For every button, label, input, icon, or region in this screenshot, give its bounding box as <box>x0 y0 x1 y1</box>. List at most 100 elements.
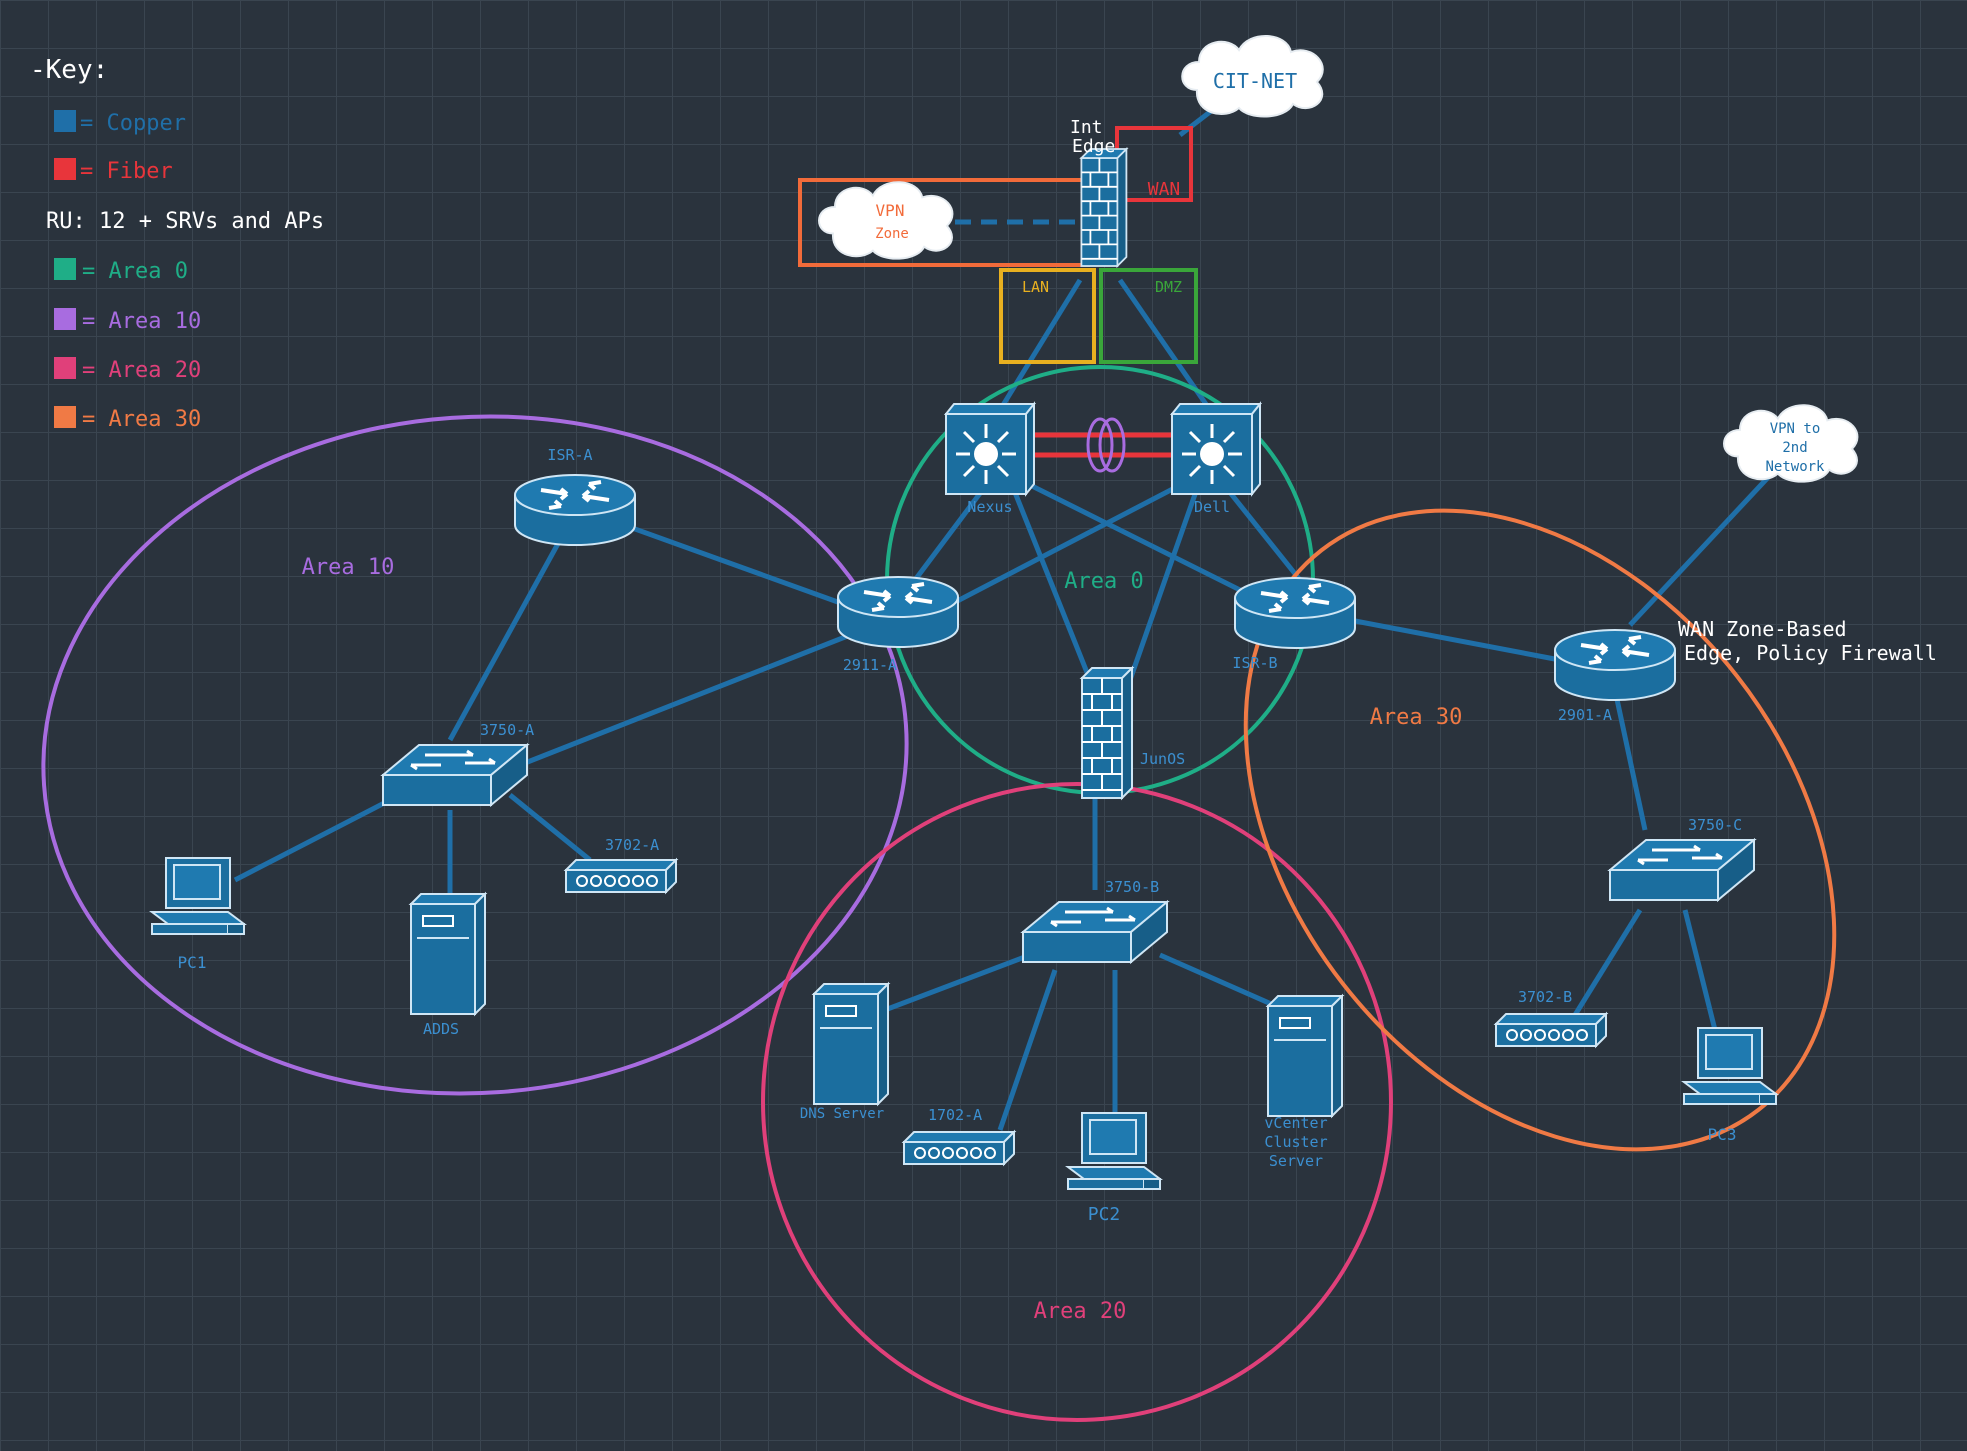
router-2901-a[interactable]: 2901-A <box>1553 628 1677 724</box>
ap-1702-a[interactable]: 1702-A <box>903 1106 1015 1165</box>
router-icon <box>513 473 637 547</box>
int-edge-label-2: Edge <box>1072 136 1115 157</box>
access-point-icon <box>903 1131 1015 1165</box>
junos-label: JunOS <box>1140 750 1185 768</box>
pc-icon <box>151 857 245 935</box>
link-2911-3750a <box>519 632 851 768</box>
switch-3750-a[interactable]: 3750-A <box>381 721 534 807</box>
cit-net-cloud[interactable]: CIT-NET <box>1181 34 1324 118</box>
legend-item-area10: = Area 10 <box>54 308 201 334</box>
ap-3702-a[interactable]: 3702-A <box>565 836 677 893</box>
ap3702a-label: 3702-A <box>605 836 659 854</box>
dns-server[interactable]: DNS Server <box>800 983 889 1122</box>
legend-item-fiber: = Fiber <box>54 158 173 184</box>
vcenter-label-2: Cluster <box>1264 1133 1327 1151</box>
wan-fw-label-1: WAN Zone-Based <box>1678 617 1847 641</box>
isr-a-router[interactable]: ISR-A <box>513 446 637 547</box>
link-isra-3750a <box>447 538 563 742</box>
server-icon <box>410 893 486 1015</box>
link-3750c-pc3 <box>1682 909 1718 1031</box>
link-3750b-1702a <box>997 969 1058 1131</box>
link-dell-junos <box>1127 479 1203 681</box>
r2901a-label: 2901-A <box>1558 706 1612 724</box>
legend-item-copper: = Copper <box>54 110 186 136</box>
link-3750c-3702b <box>1572 908 1643 1017</box>
link-isra-2911 <box>609 517 861 613</box>
vpn2-label-2: 2nd <box>1782 440 1807 456</box>
int-edge-label-1: Int <box>1070 117 1103 138</box>
switch-3750-c[interactable]: 3750-C <box>1608 816 1756 902</box>
router-2911-a[interactable]: 2911-A <box>836 575 960 674</box>
adds-label: ADDS <box>423 1020 459 1038</box>
area30-swatch <box>54 406 76 428</box>
legend-label-area10: = Area 10 <box>82 309 201 334</box>
area20-label: Area 20 <box>1034 1299 1127 1324</box>
vcenter-label-3: Server <box>1269 1152 1323 1170</box>
legend-label-copper: = Copper <box>80 111 186 136</box>
area30-boundary <box>1243 508 1837 1152</box>
legend-item-area30: = Area 30 <box>54 406 201 432</box>
dell-label: Dell <box>1194 498 1230 516</box>
nexus-label: Nexus <box>967 498 1012 516</box>
access-point-icon <box>1495 1013 1607 1047</box>
wan-fw-label-2: Edge, Policy Firewall <box>1684 641 1937 665</box>
pc-icon <box>1067 1112 1161 1190</box>
vpn-2nd-network-cloud[interactable]: VPN to 2nd Network <box>1723 404 1859 483</box>
cit-net-label: CIT-NET <box>1213 69 1297 93</box>
port-channel-ring-2 <box>1098 417 1126 473</box>
area20-swatch <box>54 357 76 379</box>
int-edge-firewall[interactable]: Int Edge <box>1070 117 1128 267</box>
link-isrb-2901a <box>1349 617 1561 663</box>
link-3750b-vcenter <box>1158 952 1287 1013</box>
r2911a-label: 2911-A <box>843 656 897 674</box>
isr-b-router[interactable]: ISR-B <box>1232 576 1357 672</box>
dmz-label: DMZ <box>1155 278 1182 296</box>
pc2[interactable]: PC2 <box>1067 1112 1161 1225</box>
link-3750b-dns <box>884 952 1031 1013</box>
isr-b-label: ISR-B <box>1232 654 1277 672</box>
dmz-outline <box>1099 268 1198 364</box>
l3-switch-icon <box>944 402 1036 496</box>
router-icon <box>1553 628 1677 702</box>
junos-firewall[interactable]: JunOS <box>1081 667 1185 799</box>
adds-server[interactable]: ADDS <box>410 893 486 1038</box>
vpn-zone-label-1: VPN <box>876 201 905 220</box>
legend-title: -Key: <box>30 55 108 85</box>
legend-item-area0: = Area 0 <box>54 258 188 284</box>
ru-note: RU: 12 + SRVs and APs <box>46 209 324 234</box>
link-2901a-vpn2 <box>1628 468 1777 627</box>
ap1702a-label: 1702-A <box>928 1106 982 1124</box>
wan-label: WAN <box>1148 179 1181 200</box>
area10-swatch <box>54 308 76 330</box>
ap-3702-b[interactable]: 3702-B <box>1495 988 1607 1047</box>
vcenter-server[interactable]: vCenter Cluster Server <box>1264 995 1343 1170</box>
lan-label: LAN <box>1022 278 1049 296</box>
router-icon <box>1233 576 1357 650</box>
lan-box: LAN <box>999 268 1096 364</box>
area0-label: Area 0 <box>1064 569 1143 594</box>
pc1[interactable]: PC1 <box>151 857 245 972</box>
pc3-label: PC3 <box>1708 1125 1737 1144</box>
legend-label-area20: = Area 20 <box>82 358 201 383</box>
link-2901a-3750c <box>1612 689 1648 831</box>
l3-switch-icon <box>1170 402 1262 496</box>
legend-label-area30: = Area 30 <box>82 407 201 432</box>
isr-a-label: ISR-A <box>547 446 592 464</box>
switch-3750-b[interactable]: 3750-B <box>1021 878 1169 964</box>
sw3750c-label: 3750-C <box>1688 816 1742 834</box>
legend-label-area0: = Area 0 <box>82 259 188 284</box>
area20-boundary <box>761 782 1393 1422</box>
dmz-box: DMZ <box>1099 268 1198 364</box>
server-icon <box>1267 995 1343 1117</box>
legend: -Key: = Copper = Fiber RU: 12 + SRVs and… <box>30 55 324 432</box>
nexus-switch[interactable]: Nexus <box>944 402 1036 516</box>
port-channel-ring-1 <box>1086 417 1114 473</box>
pc3[interactable]: PC3 <box>1683 1027 1777 1144</box>
access-point-icon <box>565 859 677 893</box>
server-icon <box>813 983 889 1105</box>
dell-switch[interactable]: Dell <box>1170 402 1262 516</box>
link-nexus-junos <box>1007 479 1093 681</box>
vpn2-label-3: Network <box>1765 459 1825 475</box>
vpn-zone-label-2: Zone <box>875 226 909 242</box>
